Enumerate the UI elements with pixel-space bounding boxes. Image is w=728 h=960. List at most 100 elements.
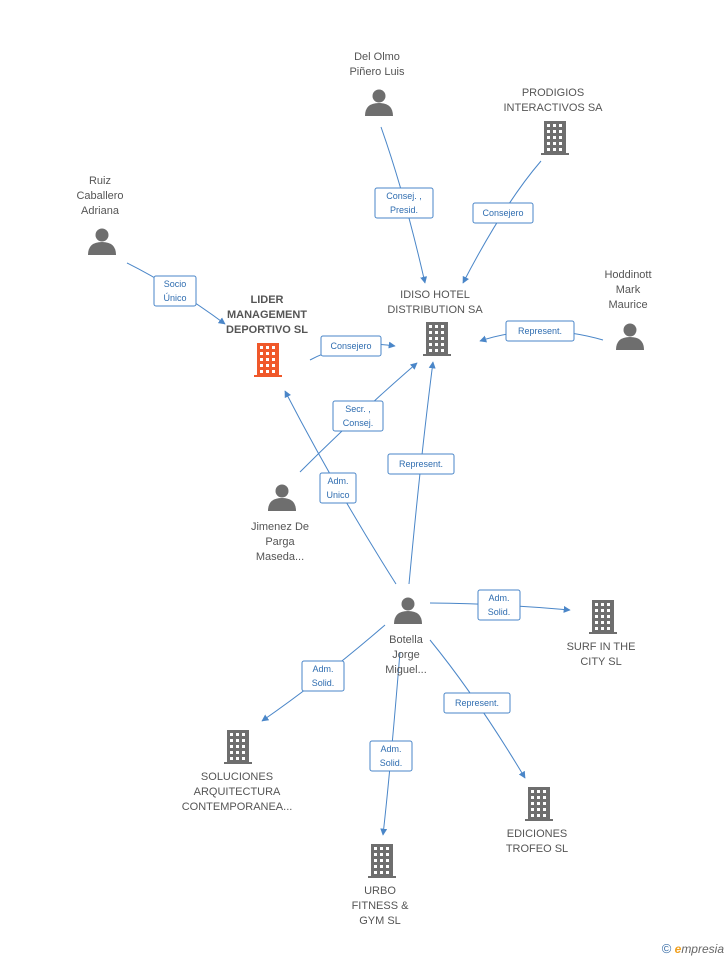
- edge-label-text: Represent.: [399, 459, 443, 469]
- building-window: [441, 331, 444, 334]
- building-window: [601, 621, 604, 624]
- person-body: [88, 242, 116, 255]
- edge-label-box: [153, 275, 197, 307]
- edges-layer: [126, 126, 604, 836]
- edge-label-jimenez-to-idiso[interactable]: Secr. ,Consej.: [332, 400, 384, 432]
- building-window: [607, 615, 610, 618]
- building-window: [601, 609, 604, 612]
- building-window: [531, 808, 534, 811]
- building-window: [272, 370, 275, 373]
- building-window: [601, 603, 604, 606]
- person-icon: [268, 484, 296, 511]
- node-label: Parga: [265, 536, 295, 548]
- edge-label-box: [505, 320, 575, 342]
- building-window: [559, 148, 562, 151]
- edge-label-box: [374, 187, 434, 219]
- building-window: [236, 733, 239, 736]
- building-icon: [541, 121, 569, 155]
- person-head: [275, 484, 289, 498]
- edge-label-box: [320, 335, 382, 357]
- edge-label-text: Adm.: [312, 664, 333, 674]
- building-window: [386, 847, 389, 850]
- building-window: [429, 325, 432, 328]
- node-label: Ruiz: [89, 175, 111, 187]
- brand-initial: e: [674, 942, 682, 956]
- node-label: CITY SL: [580, 656, 621, 668]
- building-window: [429, 349, 432, 352]
- node-soluciones[interactable]: SOLUCIONESARQUITECTURACONTEMPORANEA...: [182, 730, 293, 813]
- node-label: FITNESS &: [352, 900, 410, 912]
- building-window: [242, 751, 245, 754]
- edge-label-text: Represent.: [518, 326, 562, 336]
- node-label: INTERACTIVOS SA: [503, 102, 603, 114]
- edge-label-botella-to-surf[interactable]: Adm.Solid.: [477, 589, 521, 621]
- person-body: [394, 611, 422, 624]
- footer-brand[interactable]: © empresia: [662, 941, 724, 956]
- building-window: [374, 871, 377, 874]
- edge-label-del_olmo-to-idiso[interactable]: Consej. ,Presid.: [374, 187, 434, 219]
- building-window: [553, 130, 556, 133]
- building-window: [435, 337, 438, 340]
- building-window: [429, 337, 432, 340]
- building-icon: [423, 322, 451, 356]
- building-window: [543, 790, 546, 793]
- building-window: [543, 802, 546, 805]
- building-icon: [254, 343, 282, 377]
- building-window: [429, 331, 432, 334]
- edge-label-botella-to-urbo[interactable]: Adm.Solid.: [369, 740, 413, 772]
- building-window: [386, 871, 389, 874]
- building-base: [254, 375, 282, 377]
- node-botella[interactable]: BotellaJorgeMiguel...: [385, 597, 427, 677]
- edge-label-text: Solid.: [488, 607, 511, 617]
- edge-label-botella-to-lider[interactable]: Adm.Unico: [319, 472, 357, 504]
- node-label: ARQUITECTURA: [194, 786, 281, 798]
- building-window: [537, 814, 540, 817]
- building-window: [272, 346, 275, 349]
- building-window: [595, 615, 598, 618]
- building-window: [435, 325, 438, 328]
- building-icon: [589, 600, 617, 634]
- edge-label-botella-to-ediciones[interactable]: Represent.: [443, 692, 511, 714]
- edge-label-prodigios-to-idiso[interactable]: Consejero: [472, 202, 534, 224]
- building-window: [380, 853, 383, 856]
- node-label: Botella: [389, 634, 424, 646]
- edge-label-box: [319, 472, 357, 504]
- building-base: [541, 153, 569, 155]
- edge-label-hoddinott-to-idiso[interactable]: Represent.: [505, 320, 575, 342]
- node-jimenez[interactable]: Jimenez DePargaMaseda...: [251, 484, 309, 564]
- building-window: [242, 739, 245, 742]
- person-icon: [365, 89, 393, 116]
- edge-label-botella-to-idiso[interactable]: Represent.: [387, 453, 455, 475]
- node-label: Hoddinott: [604, 269, 651, 281]
- building-window: [547, 124, 550, 127]
- person-head: [401, 597, 415, 611]
- node-label: LIDER: [251, 294, 284, 306]
- building-window: [595, 627, 598, 630]
- node-label: DISTRIBUTION SA: [387, 304, 483, 316]
- building-window: [531, 802, 534, 805]
- building-window: [386, 853, 389, 856]
- edge-label-text: Unico: [326, 490, 349, 500]
- building-window: [559, 130, 562, 133]
- building-base: [423, 354, 451, 356]
- building-window: [260, 364, 263, 367]
- building-icon: [224, 730, 252, 764]
- edge-label-lider-to-idiso[interactable]: Consejero: [320, 335, 382, 357]
- building-window: [441, 337, 444, 340]
- building-window: [547, 148, 550, 151]
- edge-labels-layer: Consej. ,Presid.ConsejeroSocioÚnicoConse…: [153, 187, 575, 772]
- copyright-symbol: ©: [661, 941, 672, 956]
- edge-label-botella-to-soluciones[interactable]: Adm.Solid.: [301, 660, 345, 692]
- building-window: [547, 130, 550, 133]
